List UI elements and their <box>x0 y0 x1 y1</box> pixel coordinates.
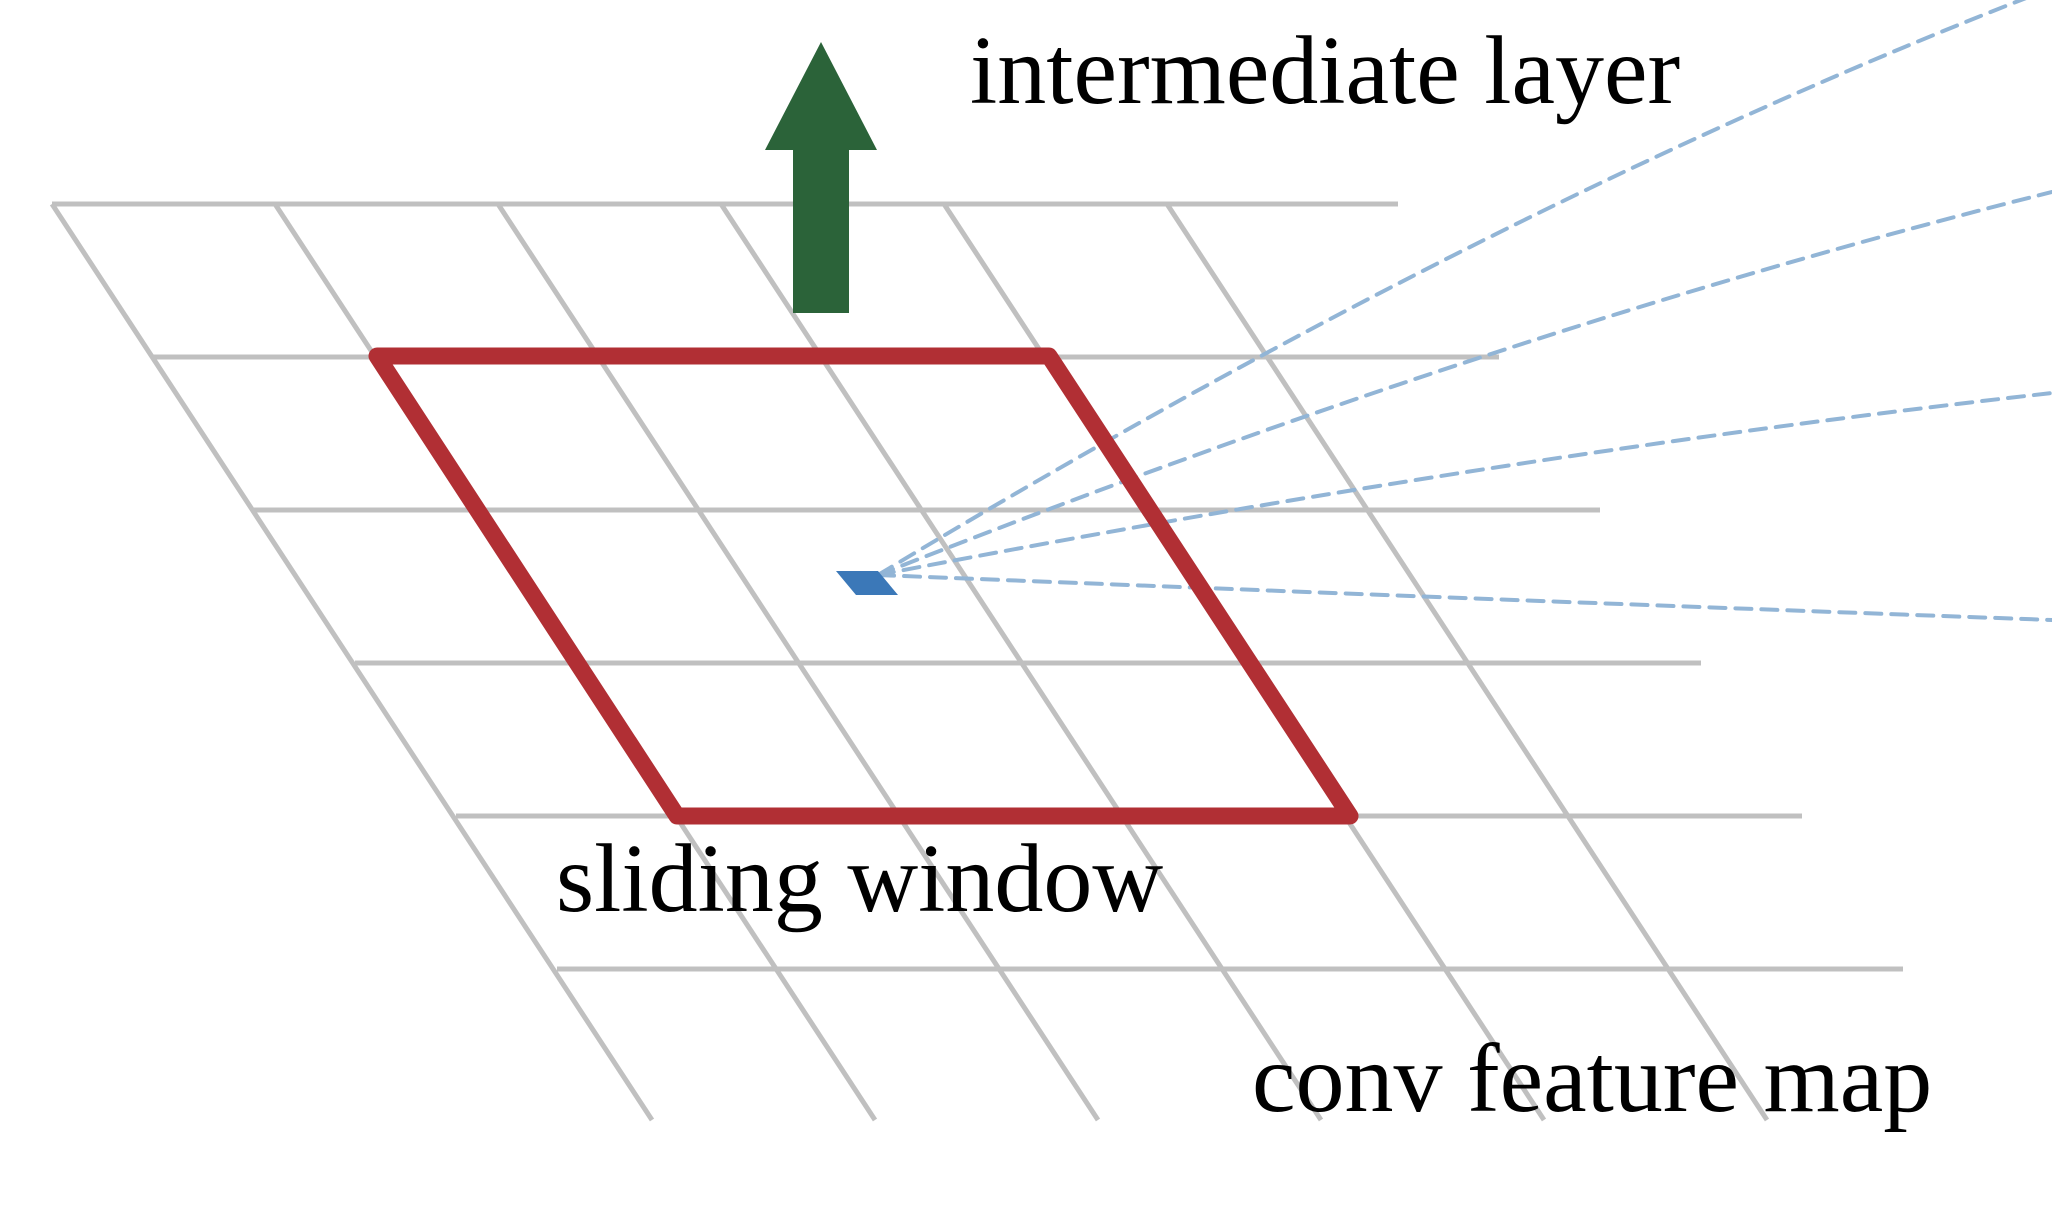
grid-column-line <box>49 202 655 1122</box>
conv-feature-map-grid <box>49 201 1903 1122</box>
sliding-window-label: sliding window <box>556 825 1164 933</box>
grid-column-line <box>1164 202 1770 1122</box>
projection-ray <box>876 0 2027 577</box>
conv-feature-map-label: conv feature map <box>1252 1025 1933 1133</box>
projection-ray <box>876 391 2052 577</box>
sliding-window-frame <box>368 347 1359 825</box>
projection-ray <box>876 190 2052 577</box>
up-arrow-icon <box>765 42 877 313</box>
projection-rays <box>876 0 2052 622</box>
projection-ray <box>876 573 2052 622</box>
center-cell-marker <box>836 571 898 595</box>
intermediate-layer-label: intermediate layer <box>970 17 1681 125</box>
